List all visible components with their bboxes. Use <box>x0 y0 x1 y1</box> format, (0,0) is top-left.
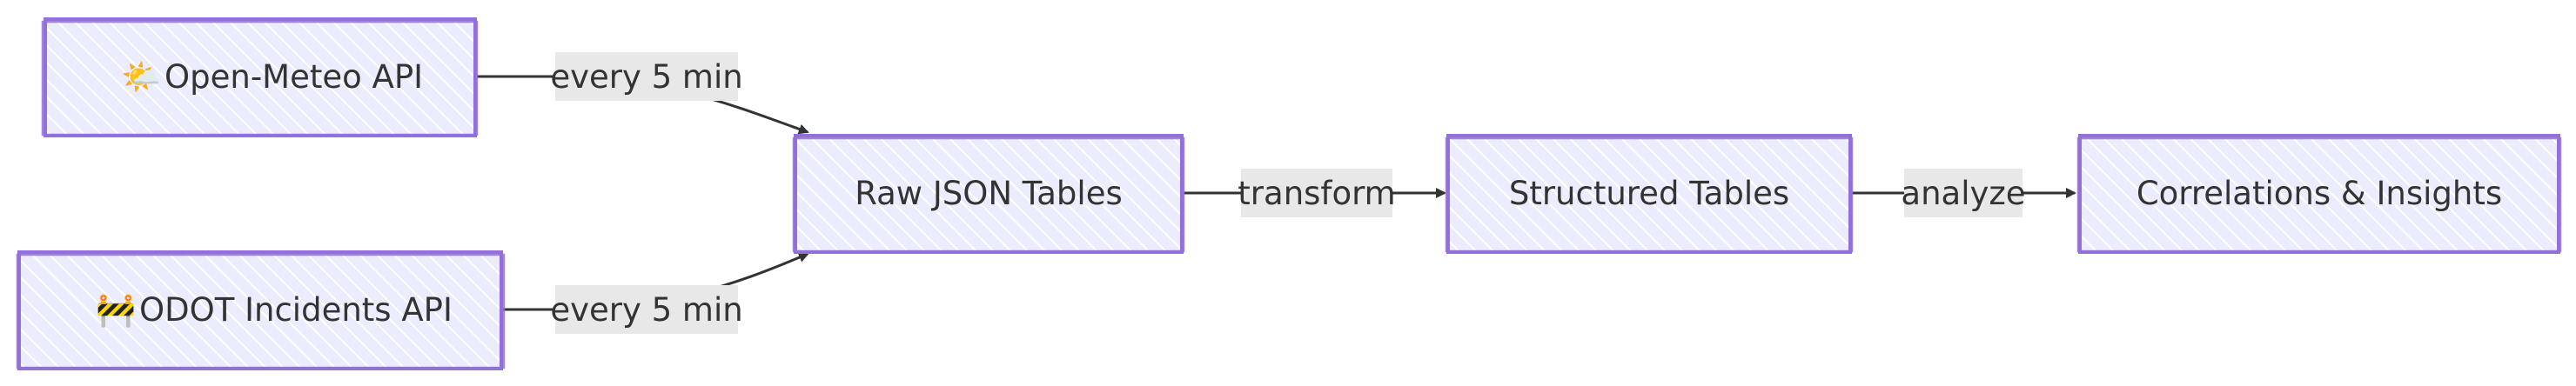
edge-label-transform: transform <box>1238 169 1396 217</box>
edge-label-transform-text: transform <box>1238 175 1395 212</box>
node-insights-label: Correlations & Insights <box>2137 175 2502 212</box>
node-raw-json-tables[interactable]: Raw JSON Tables <box>792 134 1185 254</box>
weather-icon: 🌤️ <box>121 58 161 96</box>
edge-label-meteo: every 5 min <box>550 52 743 101</box>
node-odot-incidents-api[interactable]: 🚧 ODOT Incidents API <box>16 250 506 370</box>
node-odot-label: ODOT Incidents API <box>139 291 453 329</box>
construction-icon: 🚧 <box>96 291 136 329</box>
node-correlations-insights[interactable]: Correlations & Insights <box>2076 134 2562 254</box>
edge-label-odot-text: every 5 min <box>550 291 742 329</box>
edge-label-analyze-text: analyze <box>1901 175 2025 212</box>
node-raw-json-label: Raw JSON Tables <box>855 175 1123 212</box>
node-structured-label: Structured Tables <box>1509 175 1789 212</box>
edge-label-odot: every 5 min <box>550 285 743 334</box>
edge-label-analyze: analyze <box>1901 169 2026 217</box>
edge-label-meteo-text: every 5 min <box>550 58 742 96</box>
node-open-meteo-label: Open-Meteo API <box>164 58 423 96</box>
node-structured-tables[interactable]: Structured Tables <box>1445 134 1854 254</box>
node-open-meteo-api[interactable]: 🌤️ Open-Meteo API <box>41 17 479 137</box>
